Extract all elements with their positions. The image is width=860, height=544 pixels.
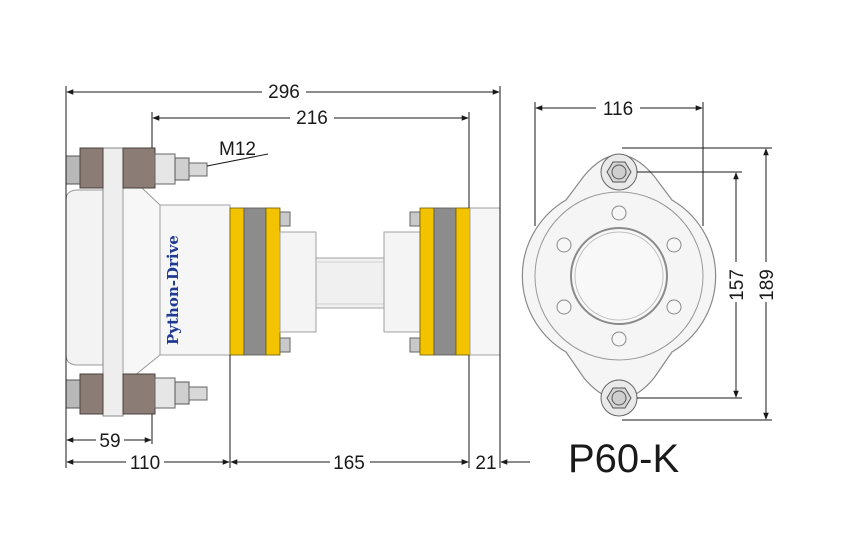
gray-band: [243, 207, 267, 356]
dim-end-length: 21: [475, 453, 496, 474]
mount-plate: [102, 147, 124, 417]
yellow-band: [455, 207, 471, 356]
top-bolt-assembly: [65, 147, 208, 189]
gray-band: [433, 207, 457, 356]
dim-middle-length: 165: [333, 453, 365, 474]
dim-overall-length: 296: [268, 82, 300, 103]
hub-right: [383, 231, 421, 333]
dim-flange-width: 116: [603, 99, 633, 120]
dim-shaft-span: 216: [296, 108, 328, 129]
dim-bolt-offset: 59: [99, 431, 120, 452]
end-cap: [469, 207, 501, 356]
yellow-band: [419, 207, 435, 356]
dim-bolt-spacing: 157: [727, 269, 748, 301]
yellow-band: [229, 207, 245, 356]
inner-bore: [570, 227, 668, 325]
thread-label: M12: [219, 139, 256, 160]
front-dimensions: 116 157 189: [534, 97, 778, 421]
side-dimensions: 296 216 M12 59 110 165 21: [65, 80, 530, 474]
bottom-mount-bolt: [600, 379, 638, 417]
side-view: Python-Drive: [65, 147, 501, 417]
brand-label: Python-Drive: [164, 235, 182, 345]
yellow-band: [265, 207, 281, 356]
bolt-holes: [556, 205, 682, 347]
hub-left: [279, 231, 317, 333]
dim-flange-height: 189: [757, 269, 778, 301]
front-view: [521, 153, 717, 417]
top-mount-bolt: [600, 153, 638, 191]
model-label: P60-K: [568, 437, 679, 481]
dim-base-length: 110: [130, 453, 160, 474]
bottom-bolt-assembly: [65, 373, 208, 415]
center-shaft: [315, 257, 385, 309]
